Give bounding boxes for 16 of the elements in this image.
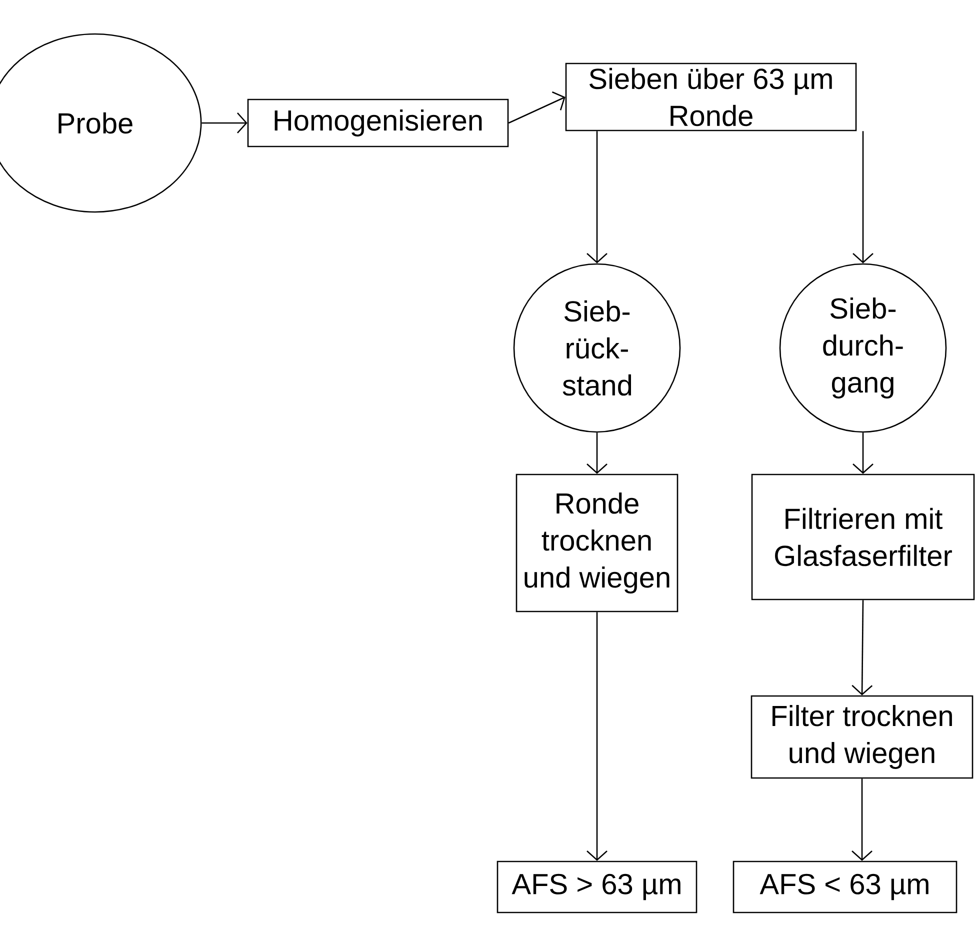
process-box: AFS < 63 µm <box>732 860 958 914</box>
arrow <box>508 91 566 124</box>
process-box: Filtrieren mit Glasfaserfilter <box>751 474 975 600</box>
process-box: Homogenisieren <box>247 98 509 148</box>
arrow <box>852 778 872 861</box>
arrow <box>586 131 608 264</box>
process-box: AFS > 63 µm <box>496 860 698 914</box>
process-box: Filter trocknen und wiegen <box>750 695 974 779</box>
arrow <box>852 131 874 264</box>
arrow <box>852 432 874 474</box>
arrow <box>202 112 248 134</box>
process-box: Sieben über 63 µm Ronde <box>565 62 857 132</box>
process-box: Ronde trocknen und wiegen <box>516 474 678 612</box>
arrow <box>852 600 873 696</box>
arrow <box>586 432 608 474</box>
arrow <box>586 612 608 861</box>
